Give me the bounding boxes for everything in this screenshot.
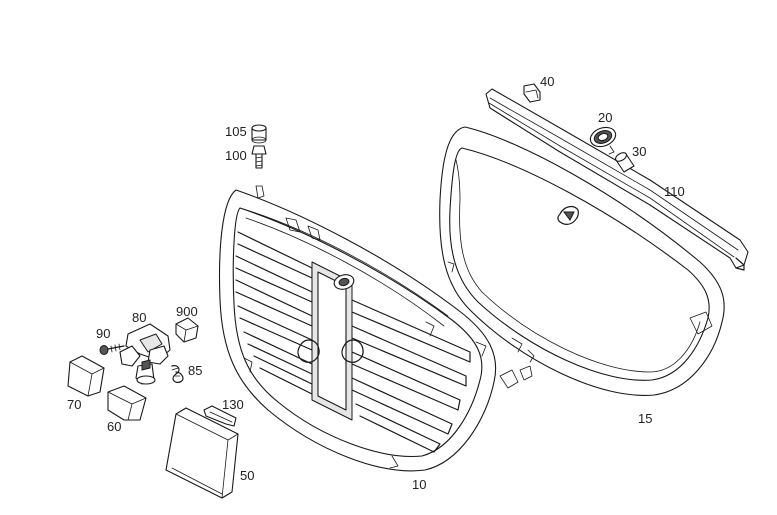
bolt-100 [251, 145, 267, 169]
label-20: 20 [598, 110, 612, 125]
strip-130 [203, 405, 237, 427]
main-grille-10 [218, 185, 519, 472]
panel-50 [165, 407, 239, 499]
label-70: 70 [67, 397, 81, 412]
emblem-ring-20 [589, 126, 617, 155]
cylinder-30 [614, 152, 635, 173]
block-900 [175, 317, 199, 343]
label-15: 15 [638, 411, 652, 426]
label-10: 10 [412, 477, 426, 492]
label-130: 130 [222, 397, 244, 412]
label-90: 90 [96, 326, 110, 341]
label-85: 85 [188, 363, 202, 378]
label-110: 110 [664, 184, 685, 199]
label-105: 105 [225, 124, 247, 139]
spring-85 [171, 365, 184, 383]
label-60: 60 [107, 419, 121, 434]
grille-frame-15 [439, 126, 725, 396]
label-100: 100 [225, 148, 247, 163]
actuator-80 [119, 323, 171, 385]
cover-60 [107, 385, 147, 421]
label-80: 80 [132, 310, 146, 325]
screw-90 [99, 343, 125, 355]
clip-40 [523, 83, 541, 103]
cover-70 [67, 355, 105, 397]
label-900: 900 [176, 304, 198, 319]
trim-strip-110 [485, 88, 749, 271]
label-40: 40 [540, 74, 554, 89]
label-30: 30 [632, 144, 646, 159]
cap-105 [251, 124, 267, 144]
label-50: 50 [240, 468, 254, 483]
